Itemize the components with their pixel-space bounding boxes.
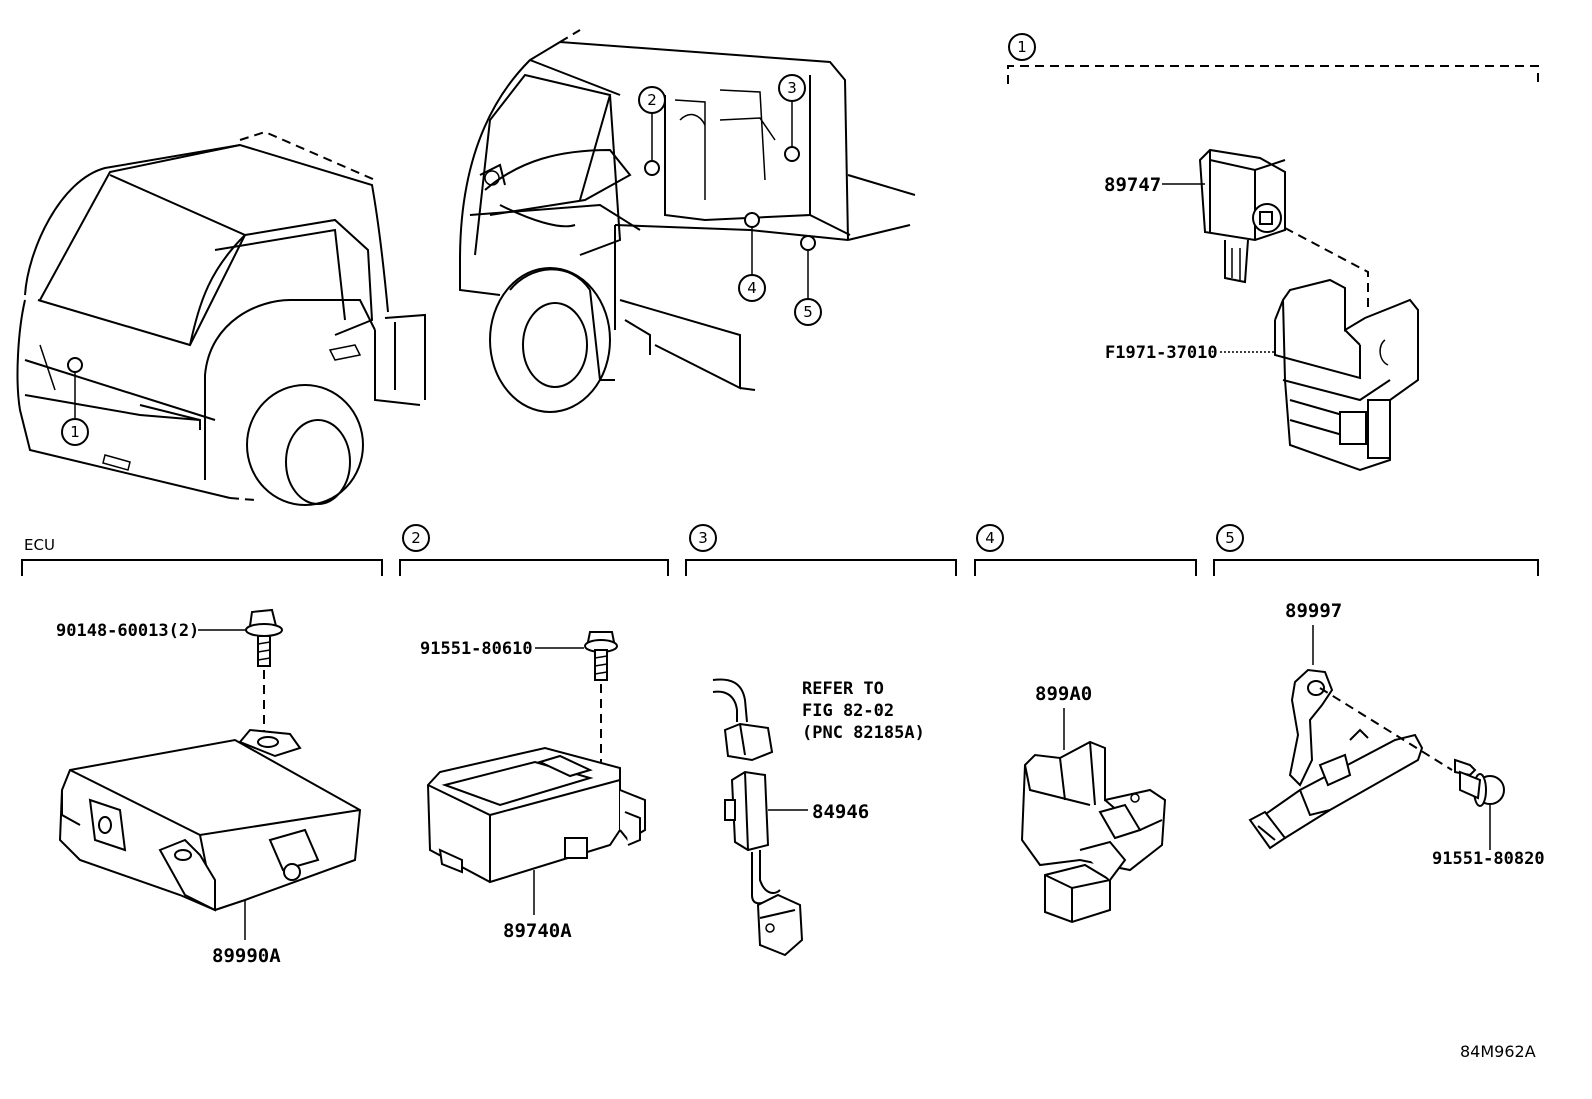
bolt-90148-60013 — [245, 608, 283, 667]
sensor-89747 — [1198, 148, 1286, 284]
section-3-number: 3 — [698, 529, 708, 547]
callout-cab-4: 4 — [747, 279, 757, 297]
harness-connector — [712, 678, 774, 762]
callout-cab-5: 5 — [803, 303, 813, 321]
section-4: 4 899A0 — [974, 524, 1197, 924]
truck-front-view: 1 — [16, 130, 426, 506]
part-label-84946: 84946 — [812, 801, 869, 823]
section-1: 1 89747 — [1007, 33, 1539, 472]
section-5-number: 5 — [1225, 529, 1235, 547]
part-label-90148-60013: 90148-60013(2) — [56, 621, 199, 641]
section-ecu-label: ECU — [24, 536, 55, 554]
part-label-91551-80610: 91551-80610 — [420, 639, 533, 659]
refer-line-1: REFER TO — [802, 679, 884, 699]
part-label-89997: 89997 — [1285, 600, 1342, 622]
bolt-91551-80820 — [1454, 758, 1505, 807]
sensor-84946 — [724, 770, 804, 957]
callout-cab-2: 2 — [647, 91, 657, 109]
part-label-91551-80820: 91551-80820 — [1432, 849, 1545, 869]
callout-cab-3: 3 — [787, 79, 797, 97]
part-label-89747: 89747 — [1104, 174, 1161, 196]
module-89740A — [426, 746, 646, 884]
part-label-89740A: 89740A — [503, 920, 572, 942]
section-3: 3 REFER TO FIG 82-02 (PNC 82185A) 84946 — [685, 524, 957, 957]
figure-code: 84M962A — [1460, 1042, 1536, 1061]
section-4-number: 4 — [985, 529, 995, 547]
part-label-89990A: 89990A — [212, 945, 281, 967]
sensor-89997 — [1248, 668, 1424, 850]
section-2-number: 2 — [411, 529, 421, 547]
section-2: 2 91551-80610 89740A — [399, 524, 669, 942]
bracket-f1971-37010 — [1274, 278, 1419, 472]
section-5: 5 89997 91551-80820 — [1213, 524, 1545, 869]
section-ecu: ECU 90148-60013(2) 89990 — [21, 536, 383, 967]
section-1-number: 1 — [1017, 38, 1027, 56]
bracket-899A0 — [1020, 740, 1167, 924]
truck-cab-interior-view: 2 3 4 5 — [459, 29, 916, 413]
bolt-91551-80610 — [584, 631, 618, 681]
ecu-89990A — [58, 728, 362, 912]
callout-front-1: 1 — [70, 423, 80, 441]
part-label-f1971-37010: F1971-37010 — [1105, 343, 1218, 363]
refer-line-3: (PNC 82185A) — [802, 723, 925, 743]
part-label-899A0: 899A0 — [1035, 683, 1092, 705]
refer-line-2: FIG 82-02 — [802, 701, 894, 721]
